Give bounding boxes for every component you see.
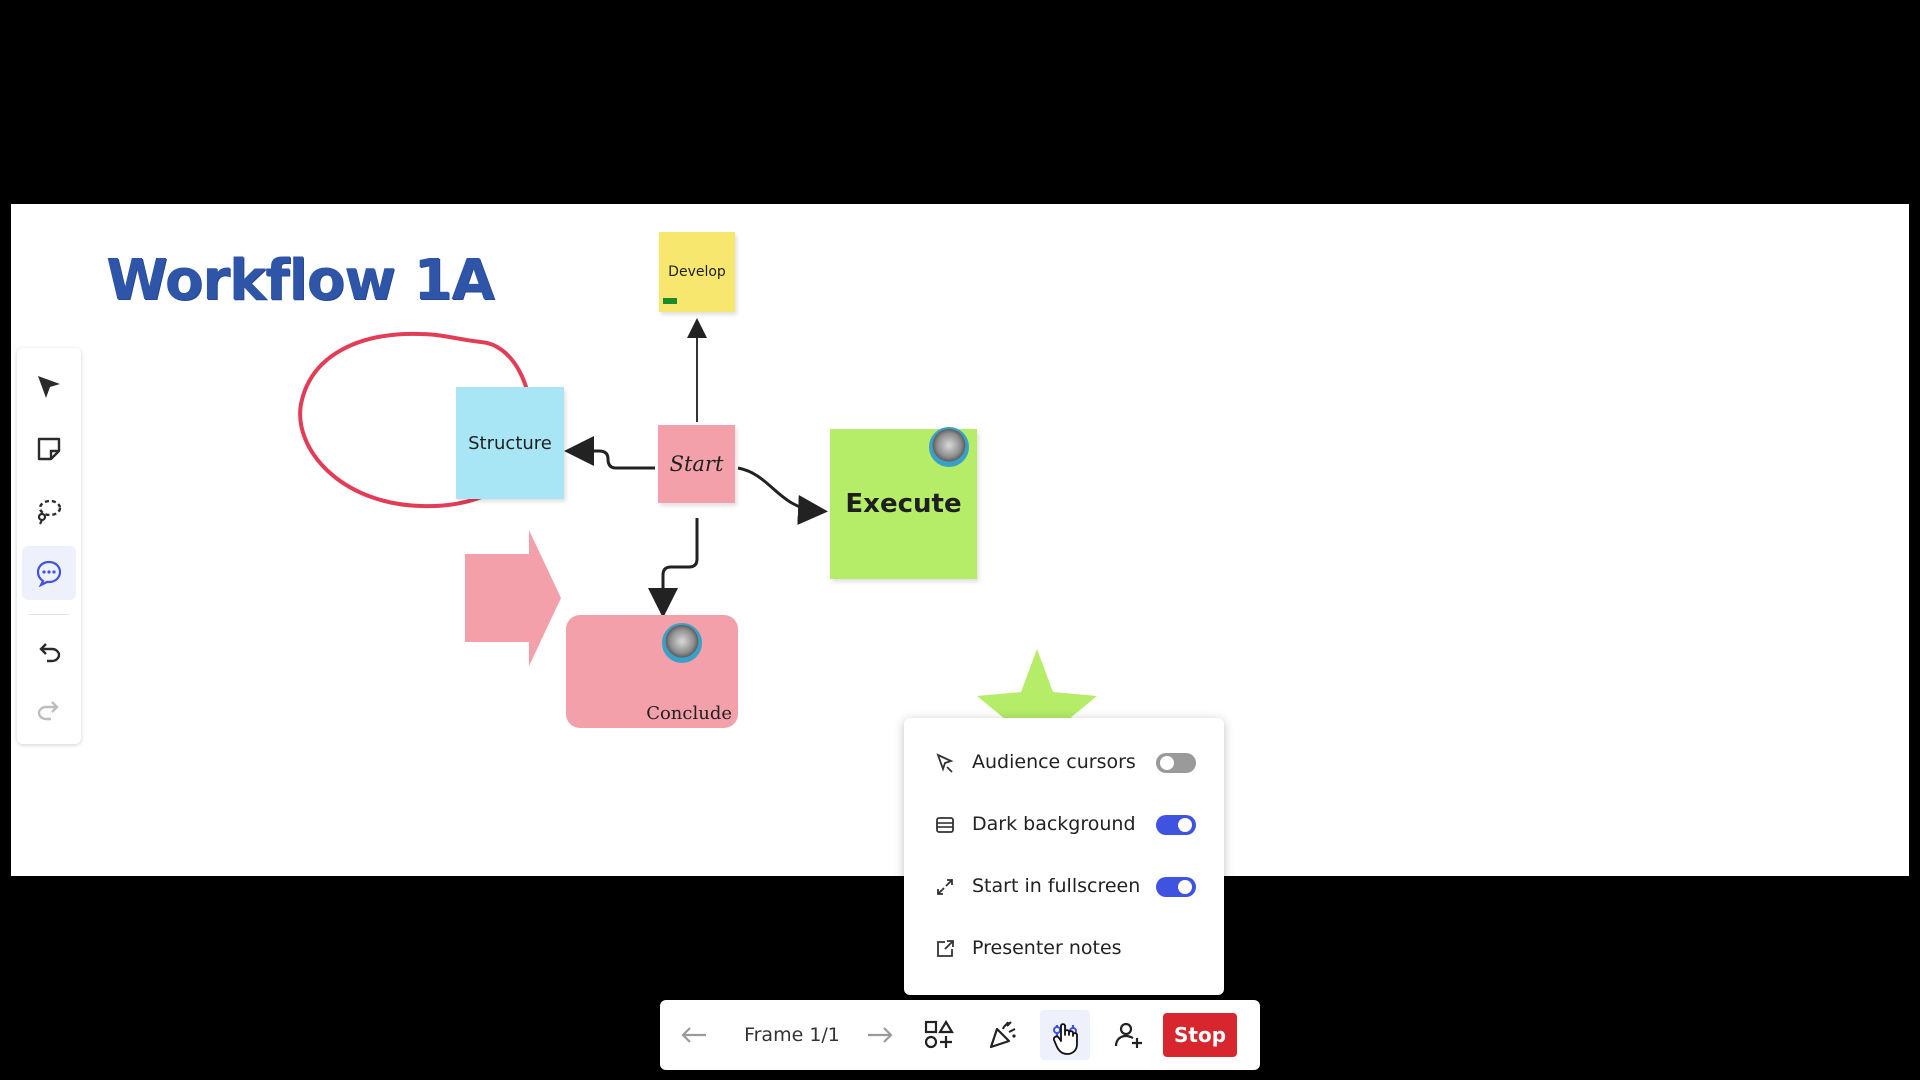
presentation-settings-popup: Audience cursors Dark background Start i…: [904, 718, 1224, 995]
audience-cursors-toggle[interactable]: [1156, 753, 1196, 773]
setting-dark-background[interactable]: Dark background: [904, 804, 1224, 844]
connector-start-conclude[interactable]: [648, 518, 699, 618]
green-star-shape[interactable]: [977, 649, 1097, 724]
frame-indicator: Frame 1/1: [732, 1010, 852, 1060]
setting-label: Start in fullscreen: [972, 875, 1141, 897]
sticky-structure[interactable]: Structure: [456, 387, 564, 499]
sticky-develop-label: Develop: [668, 264, 726, 280]
undo-icon: [39, 643, 61, 663]
sticky-note-icon: [37, 437, 61, 461]
previous-frame-button[interactable]: [672, 1010, 716, 1060]
avatar: [662, 623, 702, 663]
connector-start-execute[interactable]: [737, 466, 828, 525]
sticky-note-tool-button[interactable]: [22, 422, 76, 476]
start-fullscreen-toggle[interactable]: [1156, 877, 1196, 897]
setting-label: Audience cursors: [972, 751, 1136, 773]
comment-icon: [36, 560, 62, 587]
arrow-right-icon: [868, 1027, 893, 1043]
select-tool-button[interactable]: [22, 360, 76, 414]
connector-start-structure[interactable]: [564, 436, 655, 470]
setting-label: Presenter notes: [972, 937, 1122, 959]
lasso-icon: [37, 499, 62, 525]
shape-conclude-label: Conclude: [646, 703, 732, 724]
background-icon: [936, 817, 954, 833]
select-icon: [38, 376, 60, 398]
pink-arrow-shape[interactable]: [465, 530, 561, 666]
left-toolbar: [17, 348, 81, 744]
sticky-execute-label: Execute: [845, 489, 962, 519]
sticky-start-label: Start: [669, 452, 724, 476]
shapes-icon: [924, 1019, 954, 1049]
arrow-left-icon: [681, 1027, 706, 1043]
reactions-icon: [989, 1021, 1016, 1049]
develop-tag: [663, 298, 677, 304]
sticky-develop[interactable]: Develop: [659, 232, 735, 312]
next-frame-button[interactable]: [858, 1010, 902, 1060]
sticky-structure-label: Structure: [468, 432, 552, 454]
highlight-circle[interactable]: [298, 331, 534, 509]
reactions-button[interactable]: [978, 1010, 1028, 1060]
hand-cursor-icon: [1052, 1023, 1078, 1055]
shape-conclude[interactable]: Conclude: [566, 615, 738, 728]
sticky-start[interactable]: Start: [658, 425, 735, 503]
shapes-button[interactable]: [914, 1010, 964, 1060]
redo-button[interactable]: [22, 684, 76, 738]
stop-presentation-button[interactable]: Stop: [1163, 1013, 1237, 1057]
frame-label: Frame 1/1: [744, 1024, 840, 1046]
setting-start-fullscreen[interactable]: Start in fullscreen: [904, 866, 1224, 906]
lasso-tool-button[interactable]: [22, 484, 76, 538]
cursor-icon: [936, 753, 954, 773]
board-title: Workflow 1A: [106, 248, 495, 313]
redo-icon: [37, 701, 59, 721]
invite-user-button[interactable]: [1104, 1010, 1154, 1060]
presentation-bar: Frame 1/1: [660, 1000, 1260, 1070]
setting-presenter-notes[interactable]: Presenter notes: [904, 928, 1224, 968]
avatar: [929, 427, 969, 467]
notes-icon: [937, 940, 954, 957]
invite-user-icon: [1114, 1022, 1142, 1048]
comment-tool-button[interactable]: [22, 546, 76, 600]
setting-audience-cursors[interactable]: Audience cursors: [904, 742, 1224, 782]
dark-background-toggle[interactable]: [1156, 815, 1196, 835]
setting-label: Dark background: [972, 813, 1136, 835]
fullscreen-icon: [937, 879, 953, 895]
sticky-execute[interactable]: Execute: [830, 427, 977, 579]
undo-button[interactable]: [22, 626, 76, 680]
toolbar-divider: [29, 614, 69, 615]
connectors-layer: [298, 318, 1097, 724]
